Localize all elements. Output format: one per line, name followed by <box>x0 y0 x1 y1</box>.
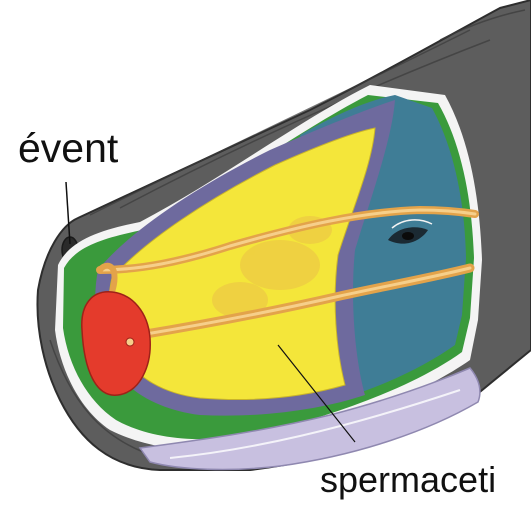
sac-valve <box>126 338 134 346</box>
spermaceti-label: spermaceti <box>320 462 496 498</box>
blowhole-label: évent <box>18 128 118 169</box>
